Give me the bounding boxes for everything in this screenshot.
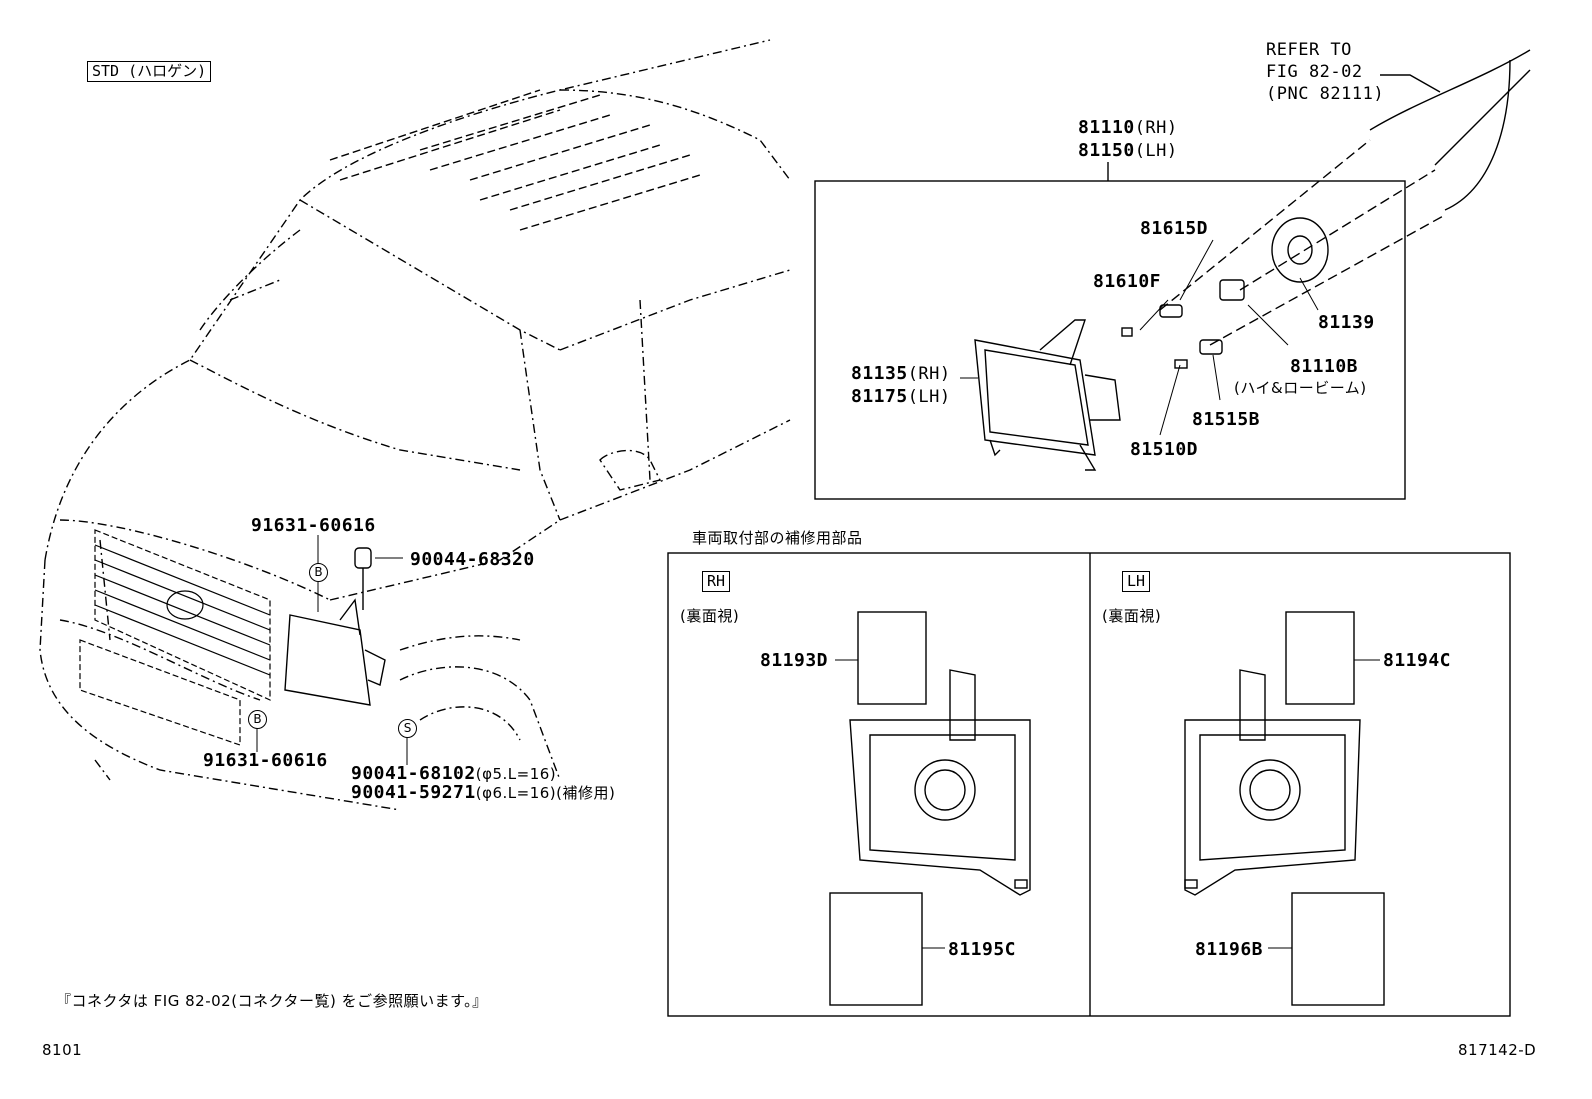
assembly-pn-lh-number: 81150 — [1078, 140, 1135, 161]
part-81139[interactable]: 81139 — [1318, 312, 1375, 333]
assembly-pn-lh-side: (LH) — [1134, 141, 1178, 161]
lh-bracket — [1184, 611, 1385, 1006]
part-81135: 81135 — [851, 363, 908, 384]
std-halogen-tag: STD (ハロゲン) — [87, 61, 212, 82]
circle-b-top: B — [309, 563, 328, 582]
refer-line-3: (PNC 82111) — [1266, 84, 1385, 104]
part-91631-bottom[interactable]: 91631-60616 — [203, 750, 328, 771]
part-81110B-note: (ハイ&ロービーム) — [1234, 379, 1367, 397]
harness — [1369, 49, 1531, 211]
part-90044[interactable]: 90044-68320 — [410, 549, 535, 570]
part-81195C[interactable]: 81195C — [948, 939, 1017, 960]
vehicle-outline — [39, 39, 791, 811]
part-81515B[interactable]: 81515B — [1192, 409, 1261, 430]
part-81196B[interactable]: 81196B — [1195, 939, 1264, 960]
page-code-right: 817142-D — [1458, 1041, 1537, 1059]
circle-s: S — [398, 719, 417, 738]
part-81175-side: (LH) — [907, 387, 951, 407]
rh-bracket — [829, 611, 1031, 1006]
wiring-dashed — [1159, 139, 1446, 346]
leaders-left — [256, 535, 408, 765]
part-90041-b: 90041-59271 — [351, 782, 476, 803]
part-81135-row[interactable]: 81135(RH) — [851, 364, 951, 384]
rh-tag: RH — [702, 571, 731, 592]
assembly-pn-rh-side: (RH) — [1134, 118, 1178, 138]
part-90041-a: 90041-68102 — [351, 763, 476, 784]
lh-tag: LH — [1122, 571, 1151, 592]
part-81175: 81175 — [851, 386, 908, 407]
repair-title: 車両取付部の補修用部品 — [692, 529, 863, 547]
part-90041-a-spec: (φ5.L=16) — [475, 765, 557, 783]
assembly-pn-rh: 81110(RH) — [1078, 118, 1178, 138]
part-81193D[interactable]: 81193D — [760, 650, 829, 671]
part-81610F[interactable]: 81610F — [1093, 271, 1162, 292]
leaders-assembly — [960, 239, 1319, 436]
repair-frame — [667, 552, 1511, 1017]
leaders-repair — [835, 659, 1380, 949]
exploded-headlamp — [974, 217, 1329, 471]
part-81135-side: (RH) — [907, 364, 951, 384]
part-81194C[interactable]: 81194C — [1383, 650, 1452, 671]
part-81175-row[interactable]: 81175(LH) — [851, 387, 951, 407]
assembly-pn-rh-number: 81110 — [1078, 117, 1135, 138]
grille — [79, 529, 271, 746]
part-90041-a-row[interactable]: 90041-68102(φ5.L=16) — [351, 764, 556, 784]
circle-b-bottom: B — [248, 710, 267, 729]
roof-ribs — [329, 89, 701, 231]
lh-view: (裏面視) — [1102, 607, 1162, 625]
rh-view: (裏面視) — [680, 607, 740, 625]
refer-line-2: FIG 82-02 — [1266, 62, 1363, 82]
part-81110B[interactable]: 81110B — [1290, 356, 1359, 377]
part-90041-b-spec: (φ6.L=16)(補修用) — [475, 784, 616, 802]
part-91631-top[interactable]: 91631-60616 — [251, 515, 376, 536]
refer-line-1: REFER TO — [1266, 40, 1352, 60]
assembly-pn-lh: 81150(LH) — [1078, 141, 1178, 161]
part-81615D[interactable]: 81615D — [1140, 218, 1209, 239]
page-code-left: 8101 — [42, 1041, 83, 1059]
vehicle-headlamp — [284, 547, 386, 706]
part-81510D[interactable]: 81510D — [1130, 439, 1199, 460]
part-90041-b-row[interactable]: 90041-59271(φ6.L=16)(補修用) — [351, 783, 615, 803]
connector-note: 『コネクタは FIG 82-02(コネクター覧) をご参照願います。』 — [56, 992, 488, 1010]
assembly-frame — [814, 180, 1406, 500]
